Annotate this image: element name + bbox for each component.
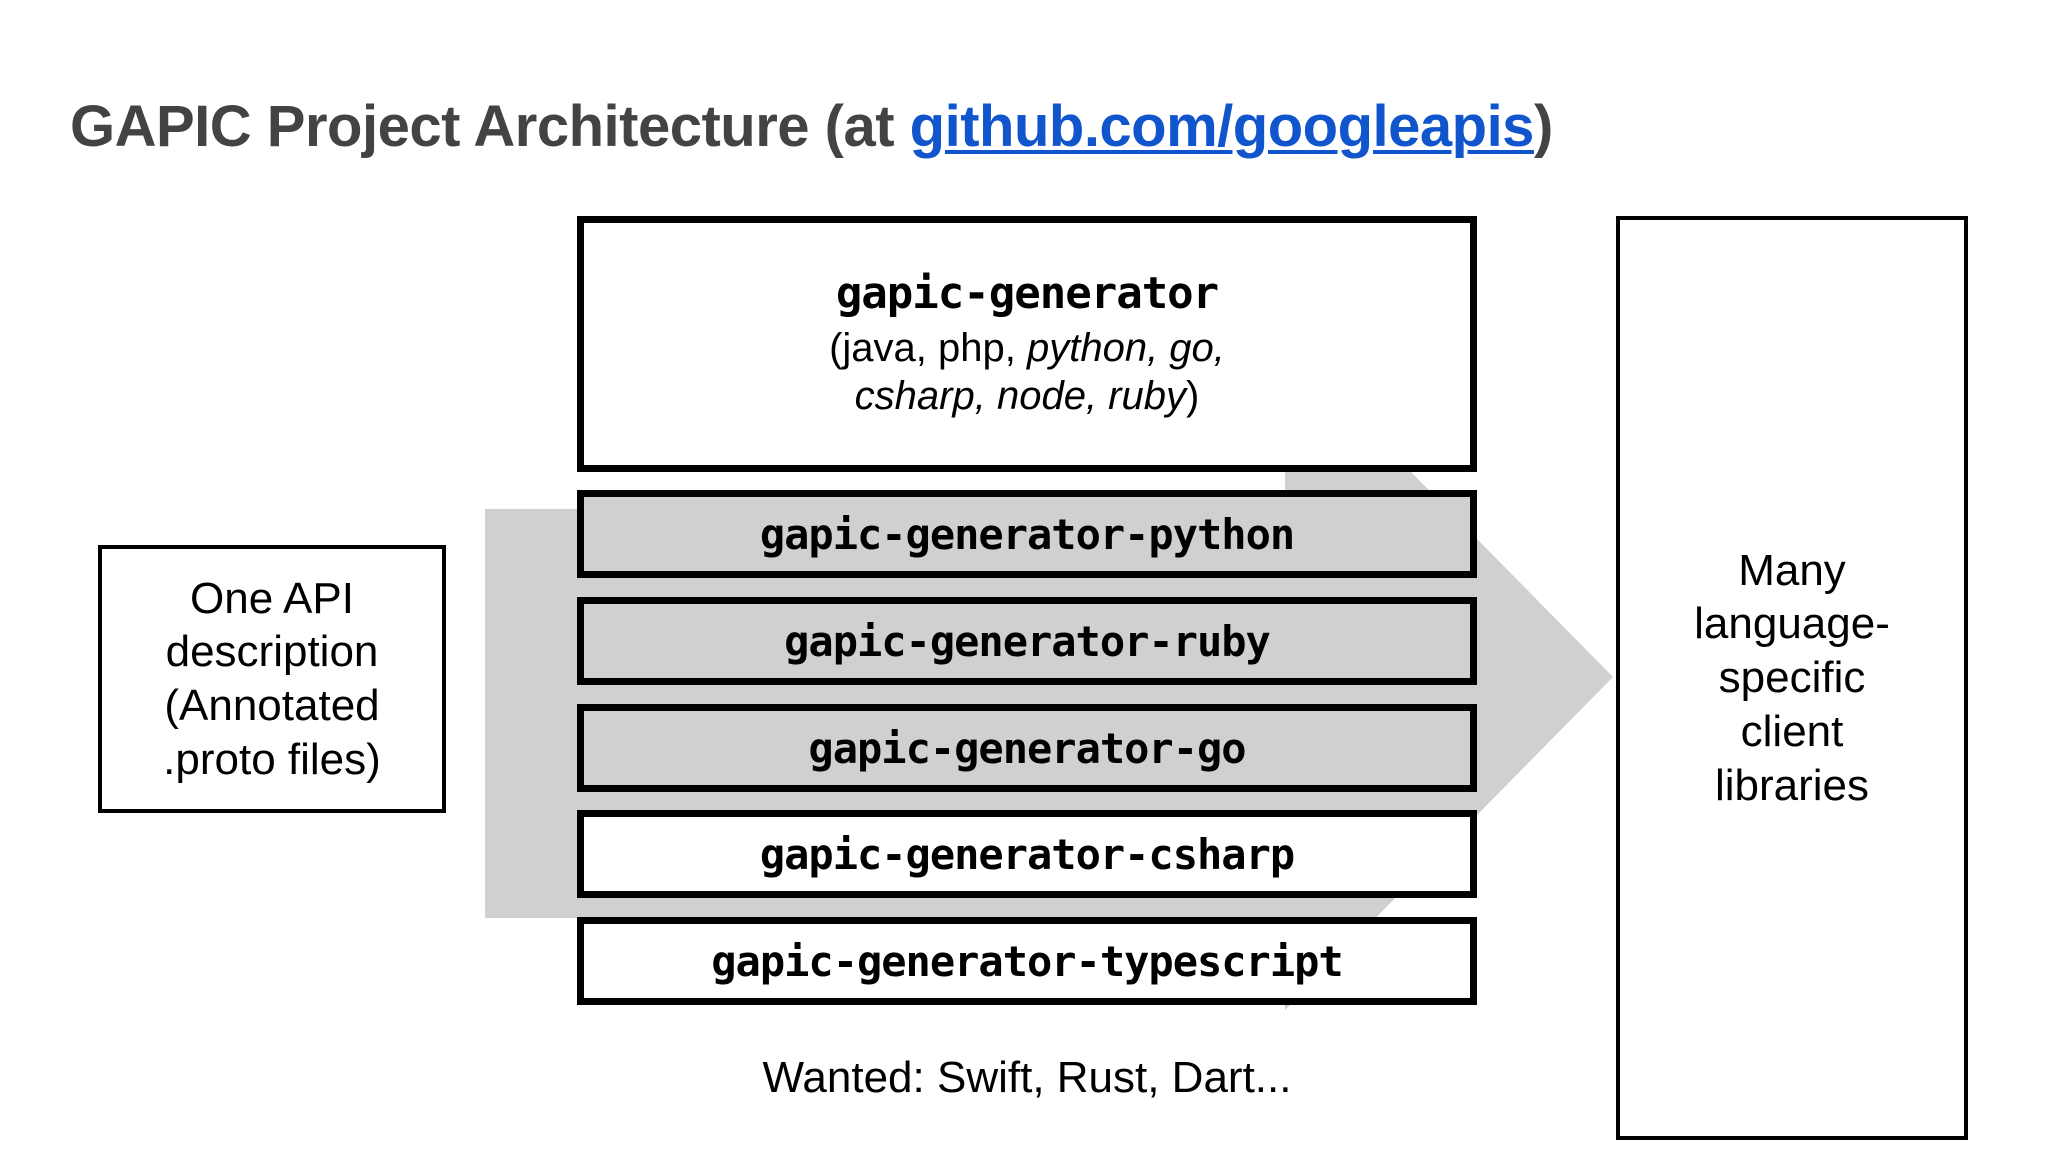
generator-label-typescript: gapic-generator-typescript bbox=[711, 936, 1343, 986]
languages-italic-1: python, go, bbox=[1026, 325, 1225, 370]
output-line-2: language- bbox=[1694, 599, 1890, 649]
wanted-languages-caption: Wanted: Swift, Rust, Dart... bbox=[762, 1053, 1292, 1102]
gapic-generator-box: gapic-generator (java, php, python, go, … bbox=[577, 216, 1477, 472]
languages-italic-2: csharp, node, ruby bbox=[854, 373, 1186, 418]
title-prefix: GAPIC Project Architecture (at bbox=[70, 94, 910, 159]
generator-row-ruby: gapic-generator-ruby bbox=[577, 597, 1477, 685]
source-line-3: (Annotated bbox=[164, 681, 380, 730]
title-suffix: ) bbox=[1533, 94, 1553, 159]
client-libraries-box: Many language- specific client libraries bbox=[1616, 216, 1968, 1140]
output-line-4: client bbox=[1740, 706, 1844, 756]
gapic-generator-label: gapic-generator bbox=[835, 268, 1219, 320]
languages-plain-1: (java, php, bbox=[829, 325, 1027, 370]
source-line-2: description bbox=[165, 627, 379, 677]
gapic-generator-languages: (java, php, python, go, csharp, node, ru… bbox=[829, 324, 1225, 420]
source-line-4: .proto files) bbox=[163, 734, 381, 784]
output-line-1: Many bbox=[1738, 545, 1846, 595]
output-line-5: libraries bbox=[1714, 760, 1870, 810]
generator-row-go: gapic-generator-go bbox=[577, 704, 1477, 792]
languages-line-2: csharp, node, ruby) bbox=[829, 372, 1225, 420]
output-line-3: specific bbox=[1718, 653, 1866, 703]
source-api-box: One API description (Annotated .proto fi… bbox=[98, 545, 446, 813]
generator-row-python: gapic-generator-python bbox=[577, 490, 1477, 578]
generator-label-ruby: gapic-generator-ruby bbox=[784, 616, 1271, 666]
generator-label-csharp: gapic-generator-csharp bbox=[759, 829, 1295, 879]
languages-line-1: (java, php, python, go, bbox=[829, 324, 1225, 372]
generator-label-go: gapic-generator-go bbox=[808, 723, 1246, 773]
generator-row-csharp: gapic-generator-csharp bbox=[577, 810, 1477, 898]
generator-row-typescript: gapic-generator-typescript bbox=[577, 917, 1477, 1005]
page-title: GAPIC Project Architecture (at github.co… bbox=[70, 95, 1553, 159]
languages-plain-2: ) bbox=[1185, 373, 1200, 418]
googleapis-link[interactable]: github.com/googleapis bbox=[909, 94, 1535, 159]
source-line-1: One API bbox=[190, 573, 354, 623]
generator-label-python: gapic-generator-python bbox=[759, 509, 1295, 559]
